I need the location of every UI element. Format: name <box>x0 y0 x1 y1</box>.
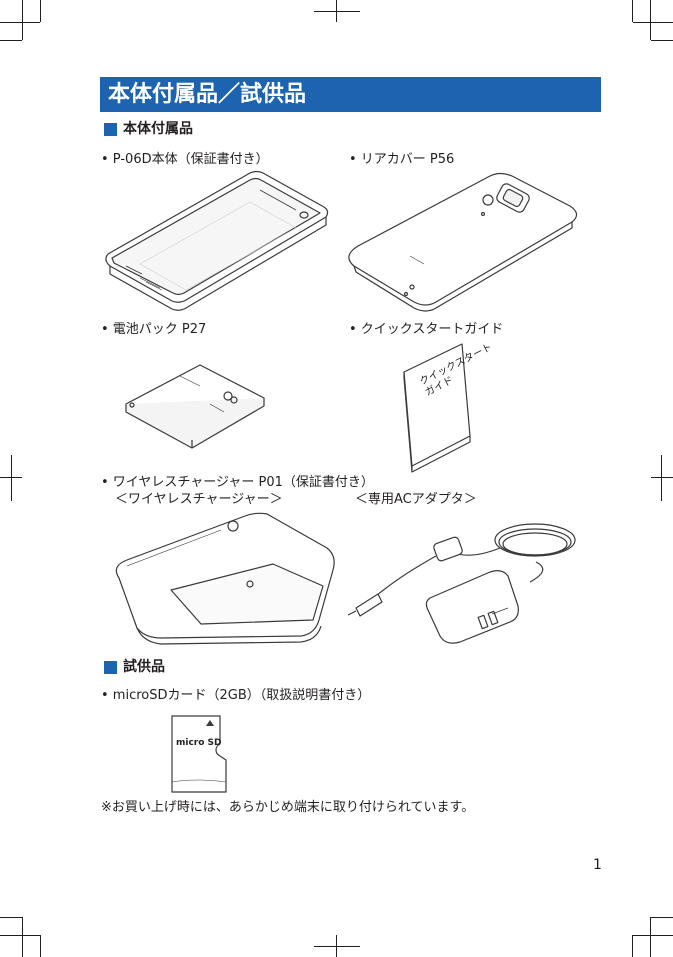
page-title: 本体付属品／試供品 <box>108 82 307 107</box>
microsd-illustration <box>171 715 227 793</box>
phone-illustration <box>105 170 329 311</box>
ac-adapter-illustration <box>347 523 576 644</box>
item-label-microsd: • microSDカード（2GB）（取扱説明書付き） <box>101 688 371 703</box>
microsd-logo: micro SD <box>176 738 222 748</box>
section-title-accessories: 本体付属品 <box>123 121 193 137</box>
wireless-charger-illustration <box>115 512 335 645</box>
item-label-phone: • P-06D本体（保証書付き） <box>101 152 269 167</box>
preinstalled-note: ※お買い上げ時には、あらかじめ端末に取り付けられています。 <box>101 800 475 815</box>
quick-guide-illustration <box>403 343 471 473</box>
item-label-wireless-charger: • ワイヤレスチャージャー P01（保証書付き） <box>101 475 374 490</box>
item-label-quick-guide: • クイックスタートガイド <box>349 322 504 337</box>
sub-label-ac-adapter: ＜専用ACアダプタ＞ <box>355 492 477 507</box>
section-title-trial: 試供品 <box>123 659 165 675</box>
item-label-battery: • 電池パック P27 <box>101 322 207 337</box>
item-label-rear-cover: • リアカバー P56 <box>349 152 455 167</box>
section-marker <box>104 123 117 136</box>
page-number: 1 <box>593 857 602 873</box>
sub-label-charger: ＜ワイヤレスチャージャー＞ <box>115 492 283 507</box>
page-title-bar <box>100 77 601 112</box>
rear-cover-illustration <box>348 172 578 312</box>
section-marker <box>104 661 117 674</box>
battery-illustration <box>125 364 265 449</box>
